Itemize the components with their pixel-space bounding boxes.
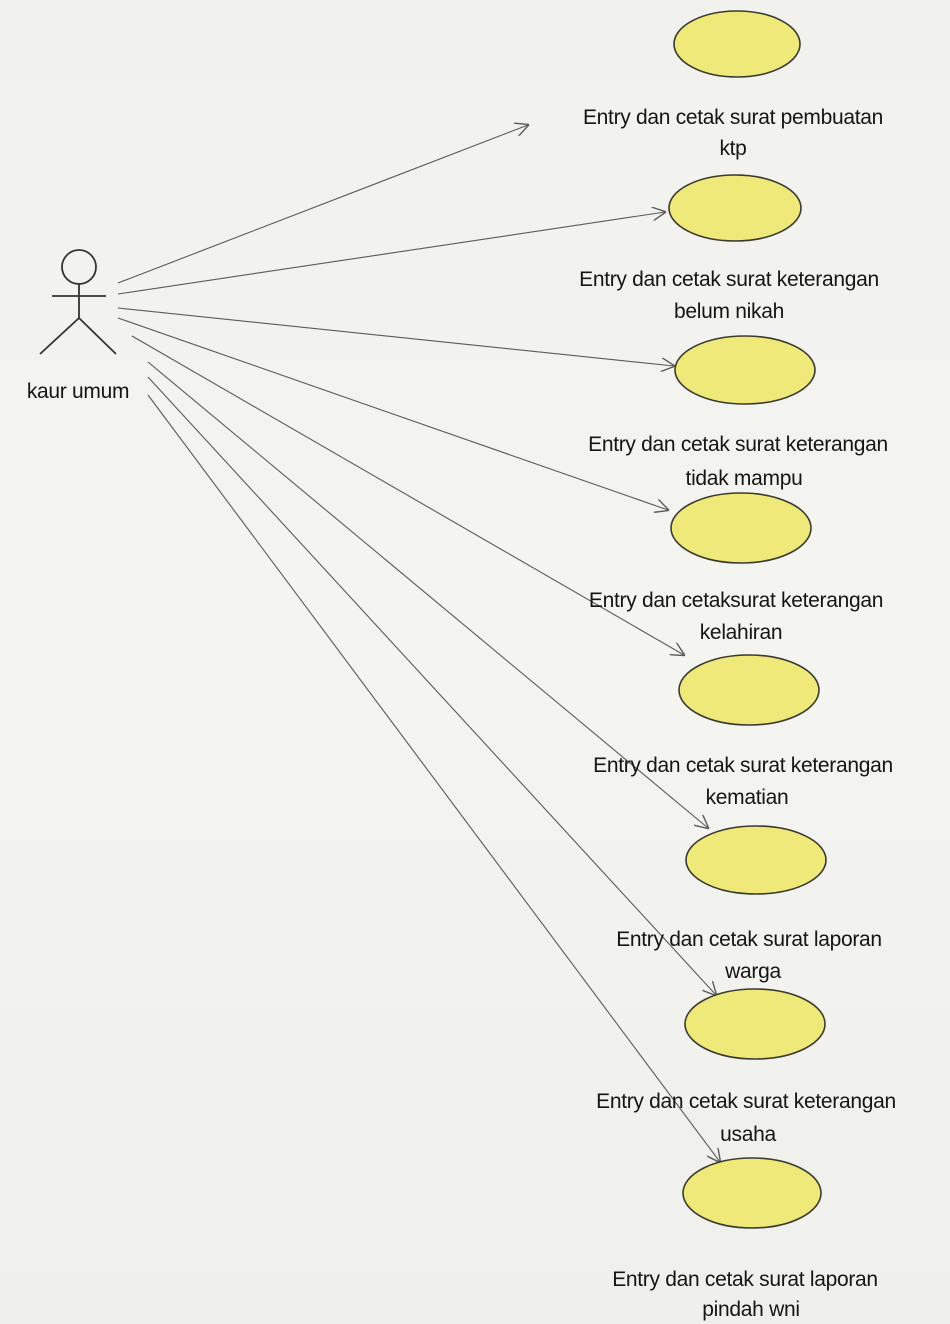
use-case-label-line1: Entry dan cetaksurat keterangan (589, 589, 883, 612)
use-case-label-line2: warga (724, 960, 781, 983)
use-case-label-line1: Entry dan cetak surat keterangan (596, 1090, 896, 1113)
use-case-label-line1: Entry dan cetak surat laporan (616, 928, 882, 951)
association-line (117, 212, 665, 295)
use-case-ellipse (668, 174, 802, 242)
association-line (117, 125, 528, 284)
association-line (147, 361, 708, 828)
actor-head-icon (61, 249, 97, 285)
use-case-ellipse (685, 825, 827, 895)
use-case-label-line2: ktp (719, 137, 746, 160)
use-case-tidak-mampu: Entry dan cetak surat keterangan tidak m… (588, 335, 888, 490)
use-case-ellipse (682, 1157, 822, 1229)
actor: kaur umum (27, 249, 129, 403)
use-case-kelahiran: Entry dan cetaksurat keterangan kelahira… (589, 492, 883, 644)
use-case-label-line2: kematian (706, 786, 789, 809)
use-case-label-line1: Entry dan cetak surat keterangan (579, 268, 879, 291)
use-case-label-line1: Entry dan cetak surat keterangan (593, 754, 893, 777)
use-case-belum-nikah: Entry dan cetak surat keterangan belum n… (579, 174, 879, 323)
use-case-ktp: Entry dan cetak surat pembuatan ktp (583, 10, 883, 160)
actor-left-leg-icon (39, 317, 80, 355)
association-line (131, 335, 684, 655)
use-case-ellipse (673, 10, 801, 78)
use-case-label-line2: tidak mampu (686, 467, 803, 490)
use-case-pindah-wni: Entry dan cetak surat laporan pindah wni (612, 1157, 878, 1321)
use-case-usaha: Entry dan cetak surat keterangan usaha (596, 988, 896, 1146)
actor-right-leg-icon (78, 317, 117, 355)
association-line (117, 307, 674, 366)
use-case-kematian: Entry dan cetak surat keterangan kematia… (593, 654, 893, 809)
association-line (147, 376, 716, 995)
association-line (117, 317, 668, 510)
use-case-label-line1: Entry dan cetak surat keterangan (588, 433, 888, 456)
use-case-label-line2: belum nikah (674, 300, 784, 323)
use-case-ellipse (670, 492, 812, 564)
association-line (147, 394, 720, 1162)
use-case-ellipse (684, 988, 826, 1060)
use-case-ellipse (678, 654, 820, 726)
use-case-label-line2: kelahiran (700, 621, 783, 644)
use-case-label-line2: usaha (720, 1123, 776, 1146)
actor-label: kaur umum (27, 380, 129, 403)
use-case-ellipse (674, 335, 816, 405)
use-case-label-line2: pindah wni (702, 1298, 799, 1321)
use-case-label-line1: Entry dan cetak surat pembuatan (583, 106, 883, 129)
use-case-laporan-warga: Entry dan cetak surat laporan warga (616, 825, 882, 983)
use-case-label-line1: Entry dan cetak surat laporan (612, 1268, 878, 1291)
association-lines (117, 125, 720, 1162)
